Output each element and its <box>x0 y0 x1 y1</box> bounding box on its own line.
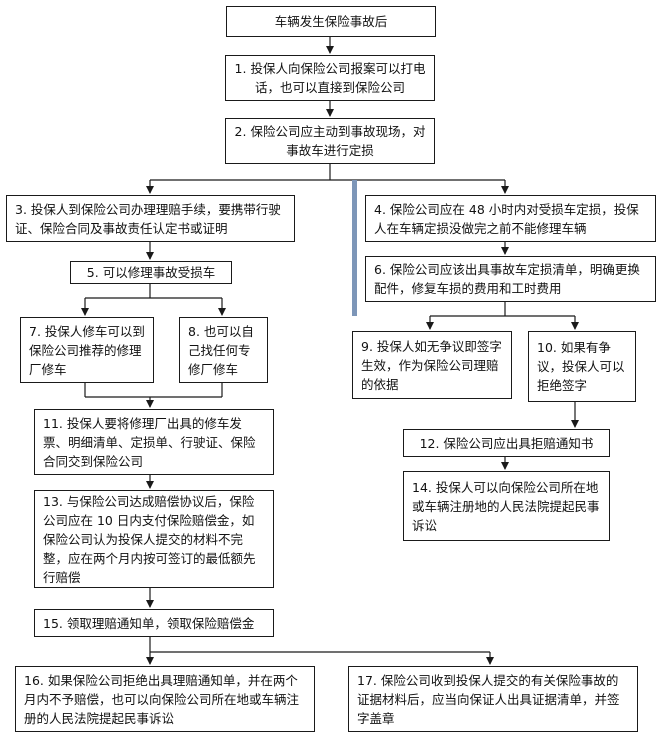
step-9: 9. 投保人如无争议即签字生效，作为保险公司理赔的依据 <box>352 331 512 399</box>
step-12: 12. 保险公司应出具拒赔通知书 <box>403 429 610 457</box>
step-5: 5. 可以修理事故受损车 <box>70 261 232 284</box>
step-13: 13. 与保险公司达成赔偿协议后，保险公司应在 10 日内支付保险赔偿金，如保险… <box>34 490 274 588</box>
step-2: 2. 保险公司应主动到事故现场，对事故车进行定损 <box>225 118 435 164</box>
start-node: 车辆发生保险事故后 <box>226 6 436 37</box>
step-14: 14. 投保人可以向保险公司所在地或车辆注册地的人民法院提起民事诉讼 <box>403 471 610 541</box>
step-11: 11. 投保人要将修理厂出具的修车发票、明细清单、定损单、行驶证、保险合同交到保… <box>34 409 274 475</box>
step-8: 8. 也可以自己找任何专修厂修车 <box>179 317 268 383</box>
step-15: 15. 领取理赔通知单，领取保险赔偿金 <box>34 609 274 637</box>
step-16: 16. 如果保险公司拒绝出具理赔通知单，并在两个月内不予赔偿，也可以向保险公司所… <box>15 666 315 732</box>
step-10: 10. 如果有争议，投保人可以拒绝签字 <box>528 331 636 402</box>
step-17: 17. 保险公司收到投保人提交的有关保险事故的证据材料后，应当向保证人出具证据清… <box>348 666 638 732</box>
step-3: 3. 投保人到保险公司办理理赔手续，要携带行驶证、保险合同及事故责任认定书或证明 <box>6 195 295 242</box>
step-7: 7. 投保人修车可以到保险公司推荐的修理厂修车 <box>20 317 154 383</box>
column-divider-bar <box>352 180 357 316</box>
step-6: 6. 保险公司应该出具事故车定损清单，明确更换配件，修复车损的费用和工时费用 <box>365 256 656 302</box>
step-1: 1. 投保人向保险公司报案可以打电话，也可以直接到保险公司 <box>225 55 435 101</box>
step-4: 4. 保险公司应在 48 小时内对受损车定损，投保人在车辆定损没做完之前不能修理… <box>365 195 656 242</box>
